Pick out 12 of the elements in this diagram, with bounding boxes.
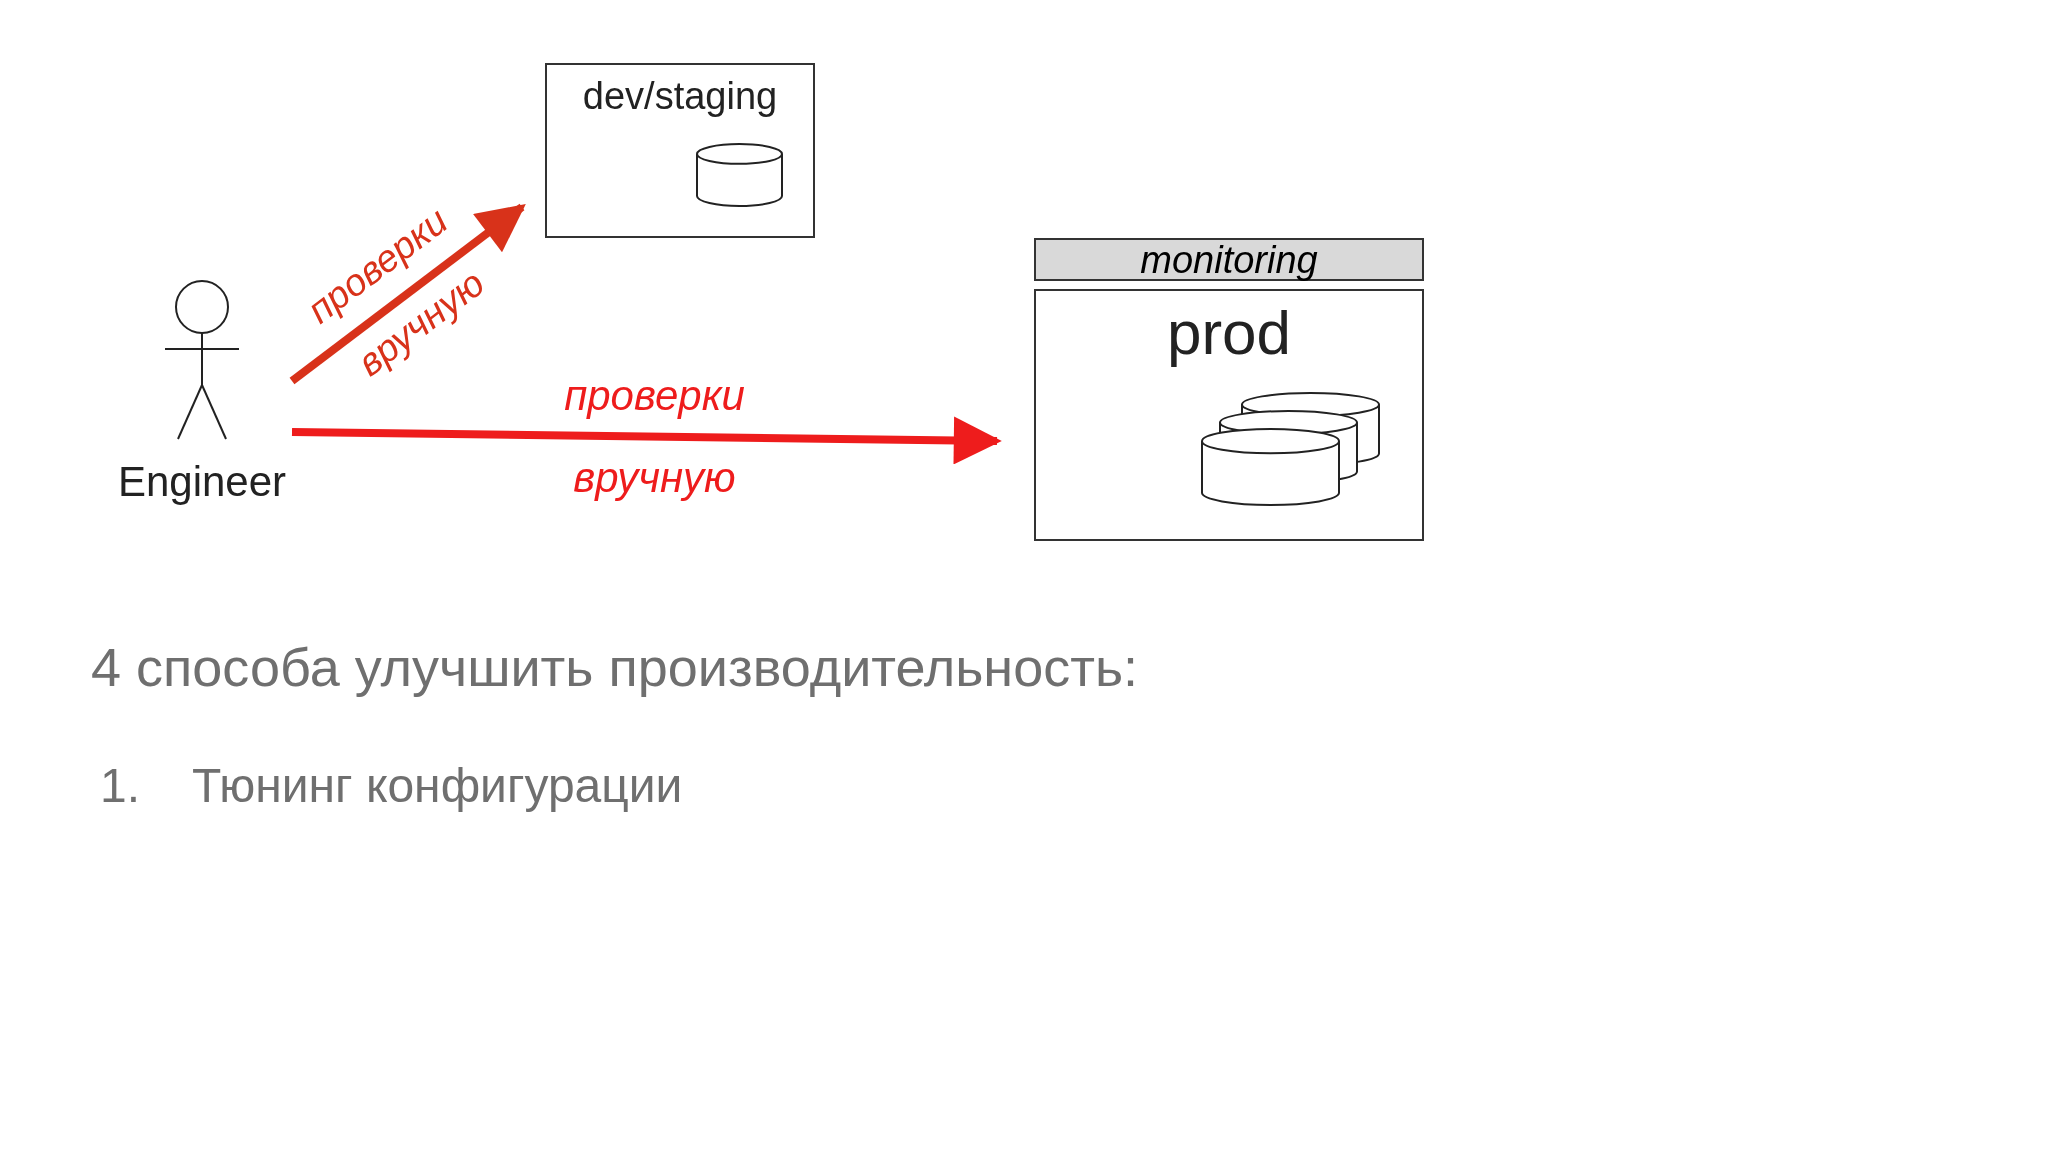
environment-box [545, 63, 815, 238]
list-item: Тюнинг конфигурации [192, 758, 683, 813]
monitoring-bar: monitoring [1034, 238, 1424, 281]
box-title: dev/staging [581, 75, 779, 118]
heading: 4 способа улучшить производительность: [91, 636, 1139, 698]
environment-box [1034, 289, 1424, 541]
arrow [291, 416, 1002, 465]
box-title: prod [1165, 297, 1293, 368]
arrow [289, 203, 526, 385]
person-label: Engineer [116, 458, 288, 506]
edge-label: проверки вручную [563, 370, 746, 503]
list-number: 1. [100, 758, 141, 813]
